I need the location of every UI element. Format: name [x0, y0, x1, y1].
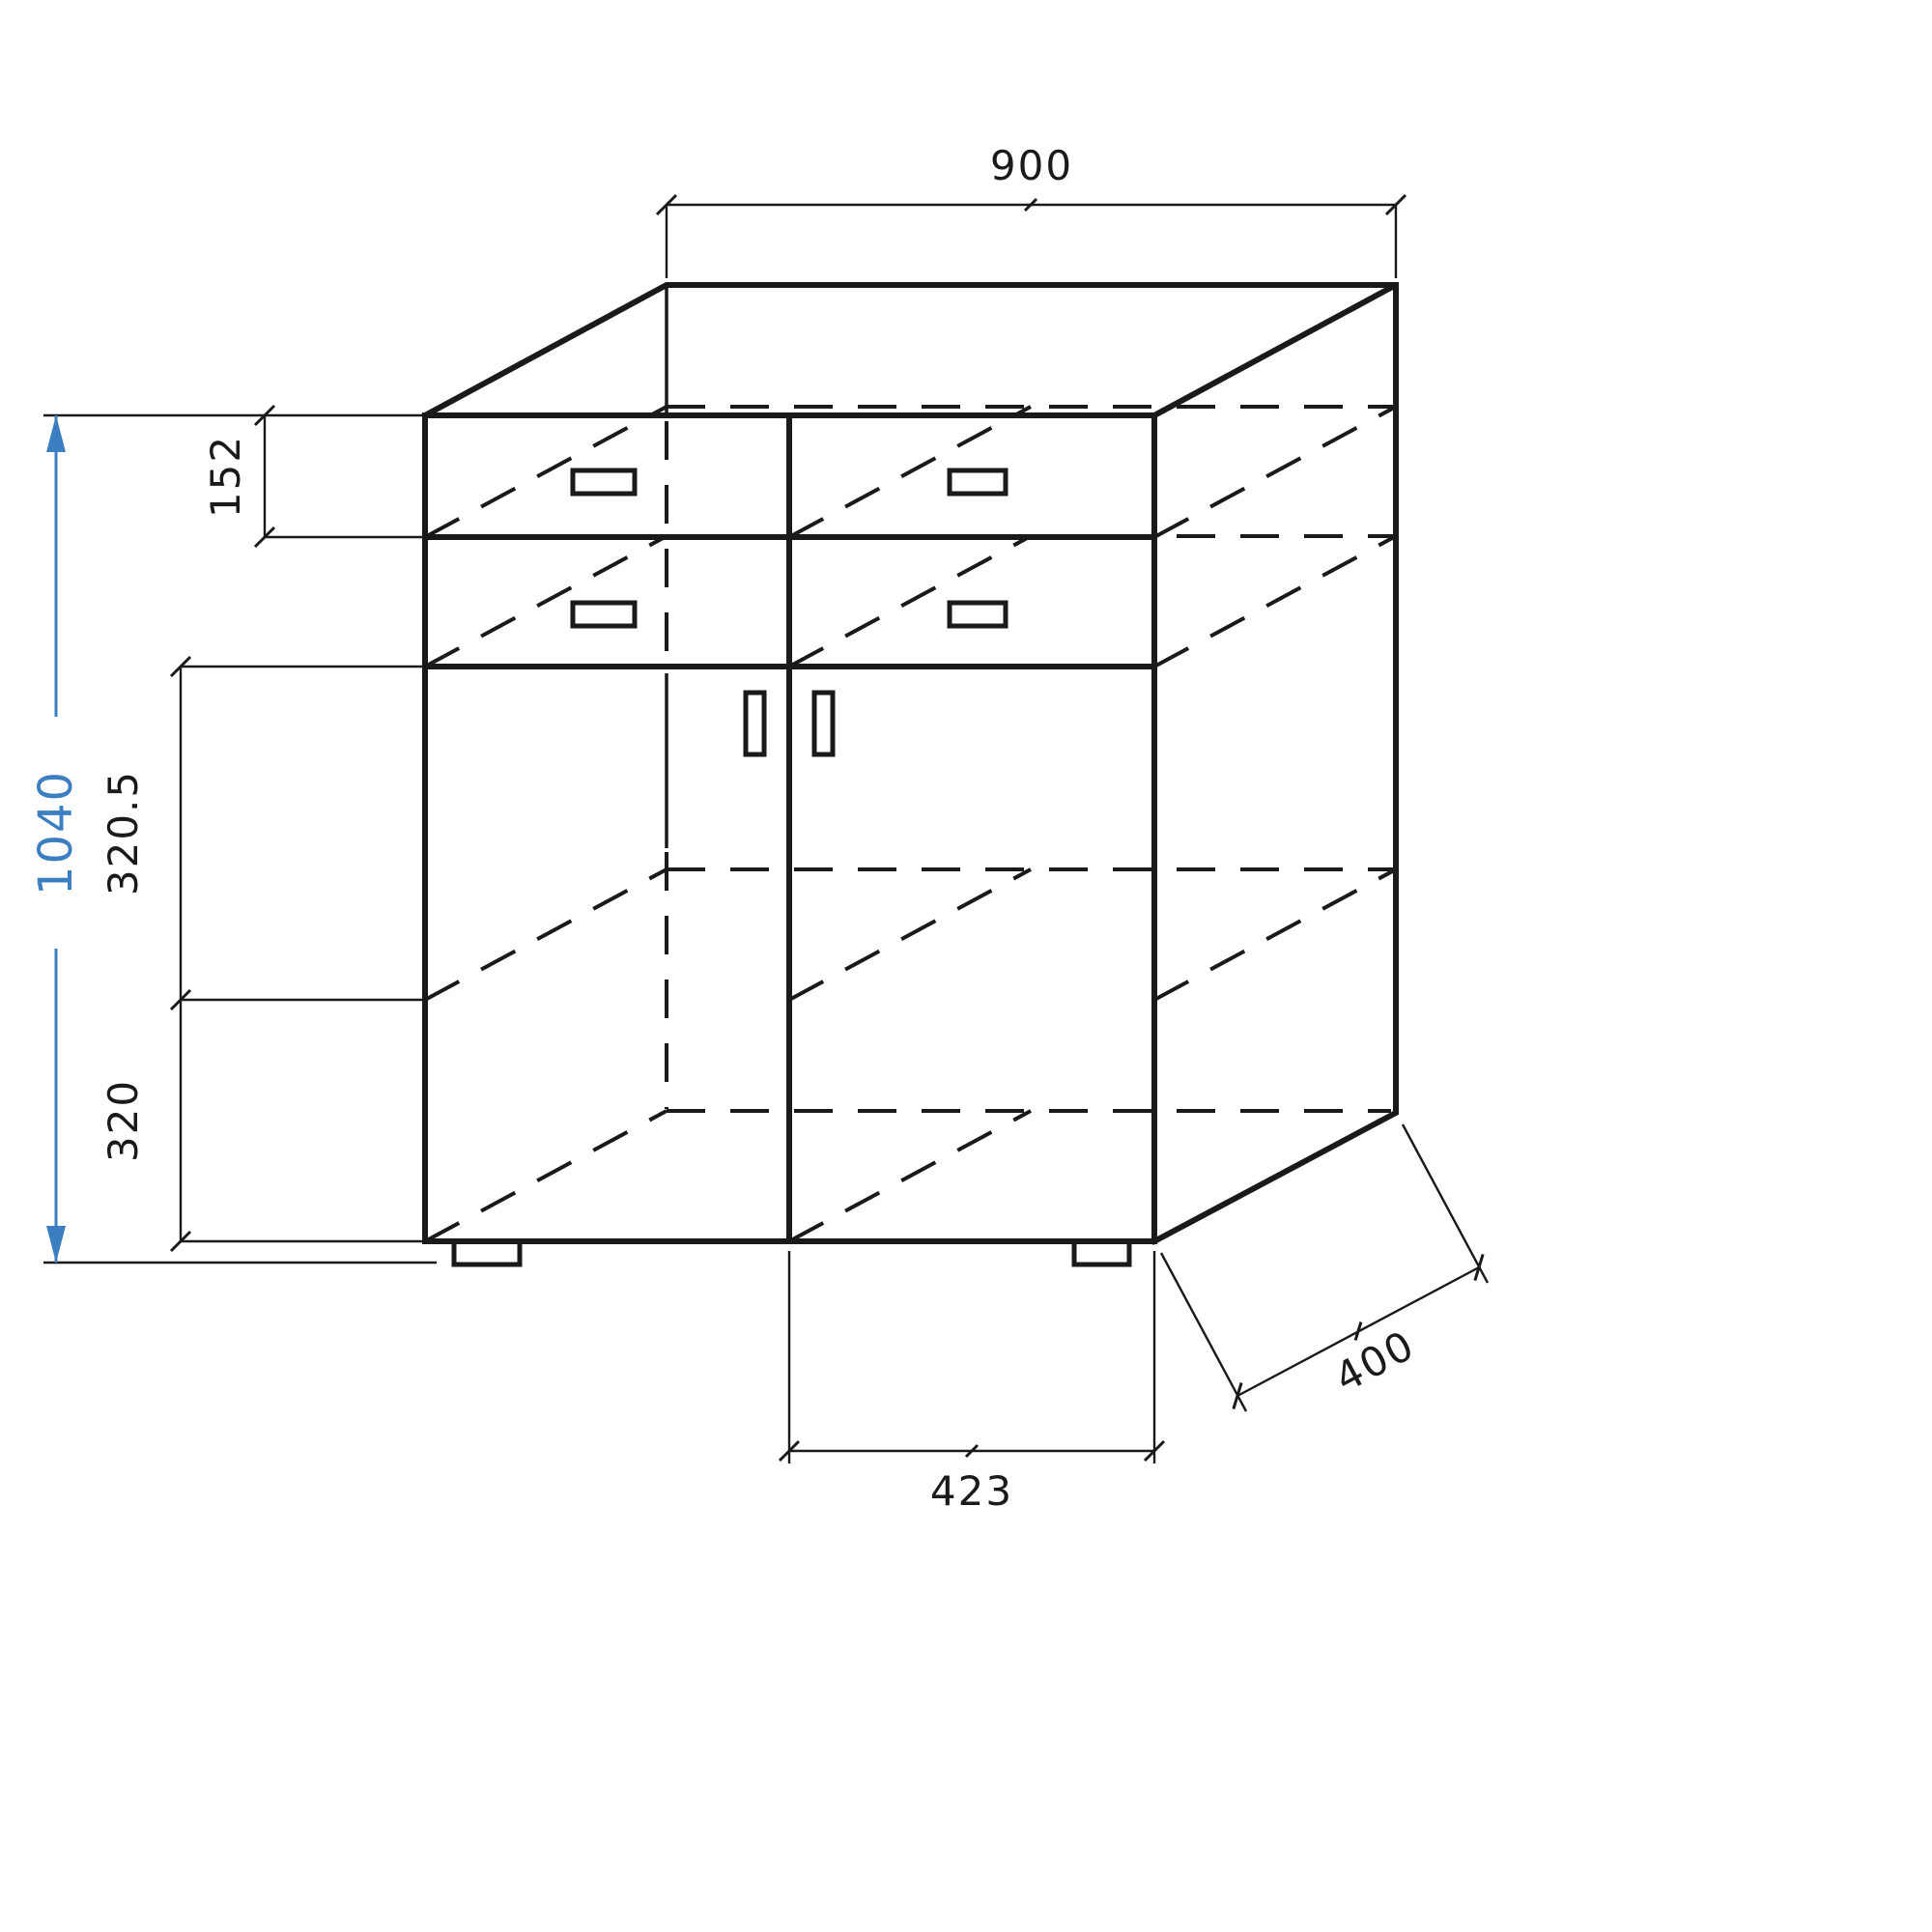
hidden-edge: [424, 534, 668, 668]
foot-right: [1071, 1238, 1132, 1267]
dim-lower-compartment-label: 320: [99, 1079, 147, 1162]
dim-tick: [778, 1439, 801, 1463]
dim-tick: [1143, 1439, 1166, 1463]
handles: [570, 468, 1009, 757]
dim-tick: [253, 526, 276, 549]
dim-arrow-down: [46, 1226, 66, 1263]
hidden-edge: [1153, 867, 1397, 1002]
hidden-edge: [788, 405, 1032, 539]
dimension-upper-compartment: 320.5: [99, 655, 423, 1011]
hidden-edge: [424, 867, 668, 1002]
drawer-handle-second-right: [947, 600, 1009, 629]
dimension-lower-compartment: 320: [99, 1000, 423, 1253]
dim-depth-label: 400: [1327, 1321, 1423, 1402]
dim-tick: [655, 193, 678, 216]
dim-tick: [1473, 1254, 1485, 1281]
cabinet-visible-edges: [420, 282, 1399, 1246]
hidden-edge: [788, 534, 1032, 668]
extension-line: [1159, 1252, 1248, 1412]
dim-tick: [253, 404, 276, 427]
right-face-outline: [1150, 282, 1399, 1246]
dimension-top-width: 900: [655, 142, 1407, 278]
dim-tick: [1384, 193, 1407, 216]
hidden-edge: [1153, 405, 1397, 539]
dim-tick: [1023, 197, 1038, 213]
hidden-edges: [424, 405, 1397, 1243]
dimension-drawer-height: 152: [202, 404, 423, 549]
top-face-outline: [420, 282, 1398, 420]
drawer-handle-top-right: [947, 468, 1009, 497]
dimension-depth: 400: [1159, 1123, 1490, 1412]
dim-top-width-label: 900: [990, 142, 1073, 189]
feet: [451, 1238, 1132, 1267]
hidden-edge: [1153, 534, 1397, 668]
hidden-edge: [788, 1109, 1032, 1243]
drawer-handle-top-left: [570, 468, 638, 497]
dim-upper-compartment-label: 320.5: [99, 770, 147, 895]
extension-line: [1401, 1123, 1490, 1284]
dim-tick: [169, 655, 192, 678]
dim-tick: [1232, 1382, 1243, 1409]
dimension-door-width: 423: [778, 1251, 1166, 1515]
foot-left: [451, 1238, 523, 1267]
dim-tick: [169, 1230, 192, 1253]
dim-door-width-label: 423: [930, 1467, 1013, 1515]
dimension-overall-height: 1040: [29, 415, 83, 1263]
reference-lines: [43, 413, 437, 1264]
dim-arrow-up: [46, 415, 66, 452]
door-handle-left: [743, 690, 767, 757]
hidden-edge: [424, 1109, 668, 1243]
dim-overall-height-label: 1040: [29, 770, 83, 895]
dim-tick: [964, 1443, 980, 1459]
door-handle-right: [811, 690, 836, 757]
dim-drawer-height-label: 152: [202, 435, 249, 518]
drawer-handle-second-left: [570, 600, 638, 629]
hidden-edge: [424, 405, 668, 539]
dim-tick: [1353, 1321, 1363, 1341]
hidden-edge: [788, 867, 1032, 1002]
